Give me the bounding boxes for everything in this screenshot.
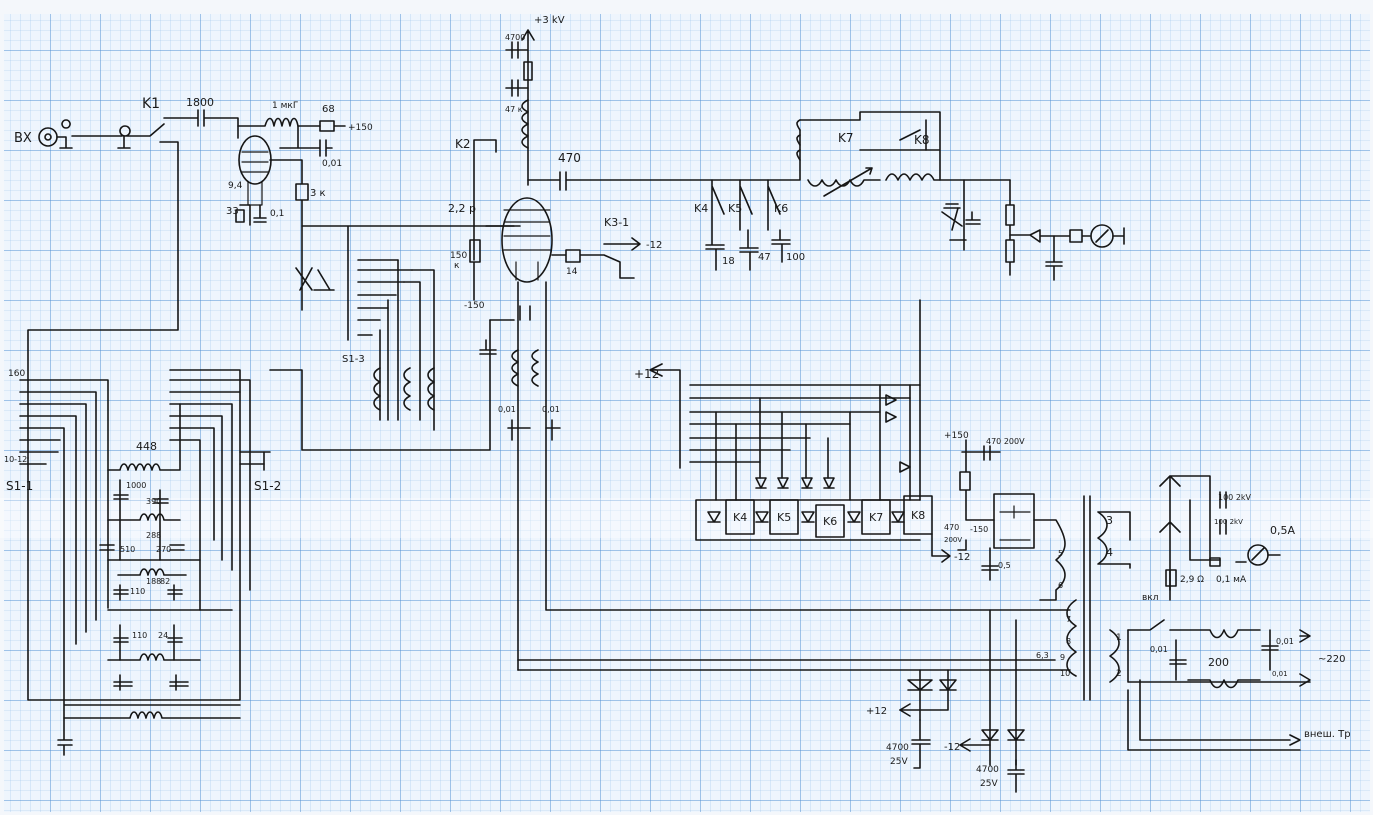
c18-label: 18 bbox=[722, 256, 735, 267]
s12-label: S1-2 bbox=[254, 479, 281, 493]
t4-label: 4 bbox=[1106, 546, 1113, 559]
c001c-label: 0,01 bbox=[542, 405, 560, 414]
rk5-label: K5 bbox=[777, 511, 791, 524]
c4700a-label: 4700 bbox=[505, 33, 525, 42]
meter2-label: 0,1 мА bbox=[1216, 575, 1247, 585]
v220-label: ~220 bbox=[1318, 654, 1345, 665]
t8-label: 8 bbox=[1066, 637, 1071, 646]
c510-label: 510 bbox=[120, 545, 135, 554]
c22p-label: 2,2 p bbox=[448, 202, 476, 215]
k8-label: K8 bbox=[914, 133, 930, 147]
c001d-label: 0,01 bbox=[1150, 645, 1168, 654]
c110a-label: 110 bbox=[130, 587, 145, 596]
c110b-label: 110 bbox=[132, 631, 147, 640]
s13-label: S1-3 bbox=[342, 354, 365, 365]
k6s-label: K6 bbox=[774, 202, 788, 215]
c390-label: 390 bbox=[146, 497, 161, 506]
t6-label: 6 bbox=[1058, 581, 1063, 590]
c24-label: 24 bbox=[158, 631, 168, 640]
band-switch-filter bbox=[19, 259, 491, 756]
r68-label: 68 bbox=[322, 104, 335, 115]
r150k-label: 150 bbox=[450, 251, 467, 261]
k3-1-label: K3-1 bbox=[604, 216, 629, 229]
hv-label: +3 kV bbox=[534, 15, 565, 26]
t1-label: 1 bbox=[1116, 633, 1122, 643]
t10-label: 10 bbox=[1060, 669, 1070, 678]
c001f-label: 0,01 bbox=[1272, 670, 1288, 678]
r3k-label: 3 к bbox=[310, 188, 326, 199]
c100-label: 100 bbox=[786, 252, 805, 263]
c001b-label: 0,01 bbox=[498, 405, 516, 414]
k1-label: K1 bbox=[142, 96, 160, 112]
c05-label: 0,5 bbox=[998, 561, 1011, 570]
meter-label: 0,5A bbox=[1270, 524, 1295, 537]
output-tube bbox=[469, 29, 1071, 671]
c1800-label: 1800 bbox=[186, 96, 214, 109]
c470-200-label: 470 200V bbox=[986, 437, 1025, 446]
input-stage bbox=[27, 109, 521, 459]
rk6-label: K6 bbox=[823, 515, 837, 528]
rk7-label: K7 bbox=[869, 511, 883, 524]
n10-12-label: 10-12 bbox=[4, 455, 27, 464]
p150b-label: +150 bbox=[944, 431, 969, 441]
c188-label: 188 bbox=[146, 577, 161, 586]
v200-label: 200V bbox=[944, 536, 962, 544]
c1000-label: 1000 bbox=[126, 481, 146, 490]
m12b-label: -12 bbox=[954, 552, 970, 563]
rk4-label: K4 bbox=[733, 511, 747, 524]
t7-label: 7 bbox=[1066, 615, 1071, 624]
n160-label: 160 bbox=[8, 369, 25, 379]
r47k-label: 47 к bbox=[505, 105, 523, 114]
v25b-label: 25V bbox=[980, 779, 998, 789]
p12a-label: +12 bbox=[634, 367, 659, 381]
m12a-label: -12 bbox=[646, 240, 662, 251]
k5s-label: K5 bbox=[728, 202, 742, 215]
p150a-label: +150 bbox=[348, 123, 373, 133]
r14-label: 14 bbox=[566, 267, 578, 277]
m150-label: -150 bbox=[464, 301, 485, 311]
tank-circuit bbox=[705, 111, 1125, 281]
c270-label: 270 bbox=[156, 545, 171, 554]
c288-label: 288 bbox=[146, 531, 161, 540]
c448-label: 448 bbox=[136, 440, 157, 453]
input-label: BX bbox=[14, 131, 32, 146]
c82-label: 82 bbox=[160, 577, 170, 586]
relay-matrix bbox=[649, 299, 951, 563]
c4700c-label: 4700 bbox=[976, 765, 999, 775]
choke1mk-label: 1 мкГ bbox=[272, 101, 298, 111]
c4700b-label: 4700 bbox=[886, 743, 909, 753]
component-labels: BX K1 1800 1 мкГ 68 +150 0,01 9,4 33 0,1… bbox=[4, 15, 1351, 789]
k2-label: K2 bbox=[455, 137, 471, 151]
r9k-label: 9,4 bbox=[228, 181, 243, 191]
power-supply bbox=[899, 439, 1311, 793]
m12c-label: -12 bbox=[944, 742, 960, 753]
c100-2kv-b-label: 100 2kV bbox=[1214, 518, 1243, 526]
c470-200b-label: 470 bbox=[944, 523, 959, 532]
k4s-label: K4 bbox=[694, 202, 708, 215]
s11-label: S1-1 bbox=[6, 479, 33, 493]
v25a-label: 25V bbox=[890, 757, 908, 767]
k7-label: K7 bbox=[838, 131, 854, 145]
c01a-label: 0,1 bbox=[270, 209, 284, 219]
t9-label: 9 bbox=[1060, 653, 1065, 662]
v63-label: 6,3 bbox=[1036, 651, 1049, 660]
c001e-label: 0,01 bbox=[1276, 637, 1294, 646]
rk-label: к bbox=[454, 261, 460, 271]
c47-label: 47 bbox=[758, 252, 771, 263]
r29-label: 2,9 Ω bbox=[1180, 575, 1204, 585]
c001a-label: 0,01 bbox=[322, 159, 342, 169]
c100-2kv-label: 100 2kV bbox=[1218, 493, 1252, 502]
t2-label: 2 bbox=[1116, 669, 1122, 679]
c470-label: 470 bbox=[558, 151, 581, 165]
t5-label: 5 bbox=[1058, 549, 1063, 558]
vkl-label: вкл bbox=[1142, 593, 1159, 603]
t3-label: 3 bbox=[1106, 514, 1113, 527]
rk8-label: K8 bbox=[911, 509, 925, 522]
r33-label: 33 bbox=[226, 206, 239, 217]
p12b-label: +12 bbox=[866, 706, 887, 717]
c200-label: 200 bbox=[1208, 656, 1229, 669]
m150b-label: -150 bbox=[970, 525, 988, 534]
vnesh-label: внеш. Тр bbox=[1304, 729, 1351, 740]
